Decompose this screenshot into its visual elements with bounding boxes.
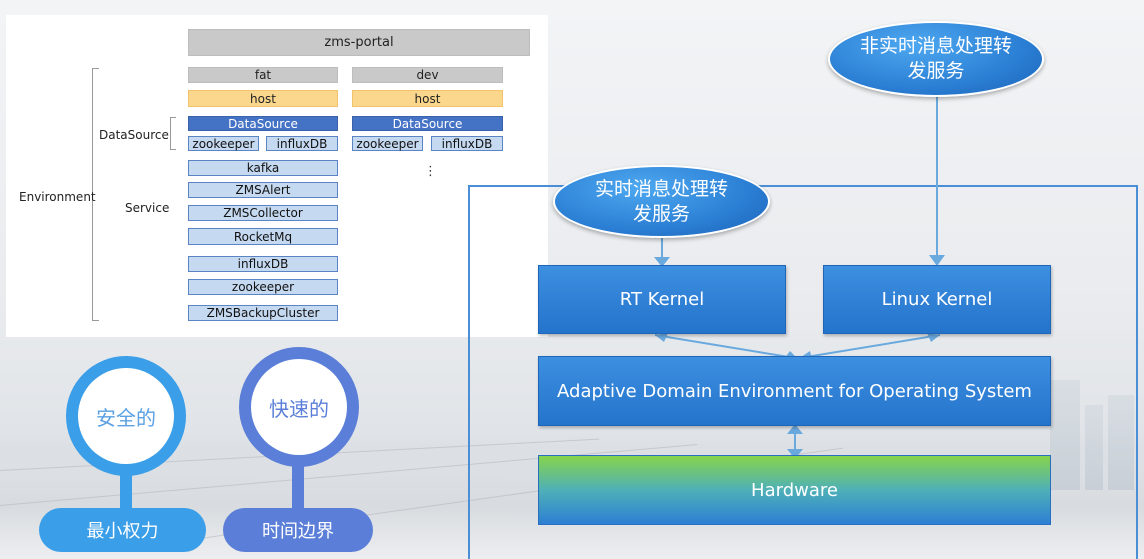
portal-box: zms-portal	[188, 29, 530, 56]
service-item: ZMSCollector	[188, 205, 338, 221]
service-label: Service	[125, 201, 170, 215]
arrow-down-icon	[929, 255, 945, 266]
datasource-brace	[170, 117, 176, 150]
linux-kernel-box: Linux Kernel	[823, 265, 1051, 334]
principle-circle-fast: 快速的	[251, 359, 347, 455]
architecture-frame	[468, 185, 1138, 559]
environment-brace	[92, 68, 99, 321]
connector-line	[794, 428, 796, 456]
datasource-label: DataSource	[99, 128, 169, 142]
non-realtime-service-ellipse: 非实时消息处理转发服务	[828, 21, 1044, 97]
principle-circle-secure: 安全的	[78, 368, 174, 464]
background-building	[1085, 405, 1103, 490]
background-building	[1108, 395, 1134, 490]
environment-label: Environment	[19, 190, 96, 204]
host-box-dev: host	[352, 90, 503, 107]
datasource-box-dev: DataSource	[352, 116, 503, 131]
pin-stem-fast	[292, 463, 304, 518]
arrow-down-icon	[787, 449, 803, 459]
connector-line	[936, 90, 938, 263]
arrow-up-icon	[787, 424, 803, 434]
host-box-fat: host	[188, 90, 338, 107]
ds-item-zookeeper-fat: zookeeper	[188, 136, 259, 151]
arrow-down-icon	[654, 257, 670, 267]
connector-line	[661, 232, 663, 262]
env-box-dev: dev	[352, 67, 503, 83]
more-ellipsis: ⋮	[424, 164, 437, 179]
realtime-service-ellipse: 实时消息处理转发服务	[553, 165, 770, 238]
datasource-box-fat: DataSource	[188, 116, 338, 131]
rt-kernel-box: RT Kernel	[538, 265, 786, 334]
background-building	[1050, 380, 1080, 490]
env-box-fat: fat	[188, 67, 338, 83]
service-item: influxDB	[188, 256, 338, 272]
principle-pill-least-privilege: 最小权力	[39, 508, 206, 552]
service-item: ZMSBackupCluster	[188, 305, 338, 321]
ds-item-influxdb-dev: influxDB	[431, 136, 503, 151]
adeos-box: Adaptive Domain Environment for Operatin…	[538, 356, 1051, 426]
pin-stem-secure	[120, 470, 132, 520]
principle-pill-time-boundary: 时间边界	[223, 508, 373, 552]
hardware-box: Hardware	[538, 455, 1051, 525]
ds-item-zookeeper-dev: zookeeper	[352, 136, 423, 151]
service-item: RocketMq	[188, 228, 338, 245]
service-item: kafka	[188, 160, 338, 176]
ds-item-influxdb-fat: influxDB	[266, 136, 338, 151]
service-item: ZMSAlert	[188, 182, 338, 198]
service-item: zookeeper	[188, 279, 338, 295]
